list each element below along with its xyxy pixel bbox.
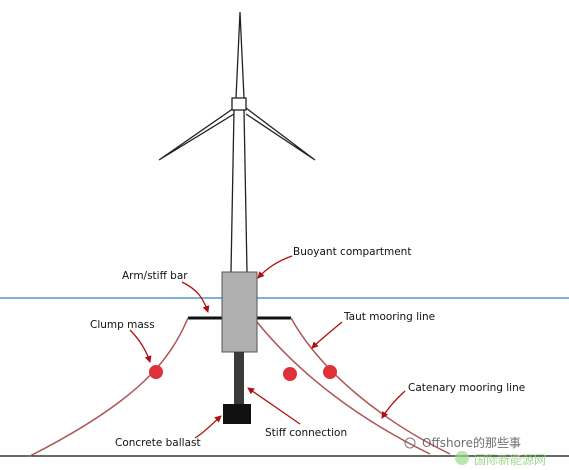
label-arrows (129, 255, 406, 439)
label-buoyant-compartment: Buoyant compartment (293, 246, 411, 258)
label-arm-stiff-bar: Arm/stiff bar (122, 270, 188, 282)
label-taut-mooring-line: Taut mooring line (343, 311, 435, 323)
label-clump-mass: Clump mass (90, 319, 155, 331)
arrow-arm-stiff-bar (181, 281, 210, 313)
arrow-stiff-connection (247, 387, 301, 425)
label-concrete-ballast: Concrete ballast (115, 437, 201, 449)
rotor-hub (231, 97, 247, 111)
clump-mass-catenary-line (29, 317, 189, 457)
label-catenary-mooring-line: Catenary mooring line (408, 382, 525, 394)
arrow-concrete-ballast (194, 415, 222, 439)
buoyant-compartment (221, 271, 258, 353)
taut-mooring-line (290, 317, 451, 455)
arrow-clump-mass (129, 329, 152, 363)
watermark-logo-icon (455, 451, 469, 465)
wechat-icon (404, 437, 416, 449)
stiff-connection (234, 352, 244, 404)
rotor-blades (158, 11, 316, 161)
watermark-line1: Offshore的那些事 (422, 435, 521, 450)
clump-mass-right (323, 365, 337, 379)
inner-mooring-line (256, 321, 431, 455)
clump-mass-mid (283, 367, 297, 381)
arrow-buoyant-compartment (257, 255, 293, 279)
mooring-lines (29, 317, 451, 457)
watermark-line2: 国际新能源网 (474, 452, 546, 467)
concrete-ballast (223, 404, 251, 424)
arrow-taut-mooring-line (311, 321, 343, 349)
label-stiff-connection: Stiff connection (265, 427, 347, 439)
clump-mass-left (149, 365, 163, 379)
arrow-catenary-mooring-line (381, 390, 406, 419)
turbine-tower (230, 109, 248, 273)
watermark: Offshore的那些事 国际新能源网 (404, 435, 546, 467)
